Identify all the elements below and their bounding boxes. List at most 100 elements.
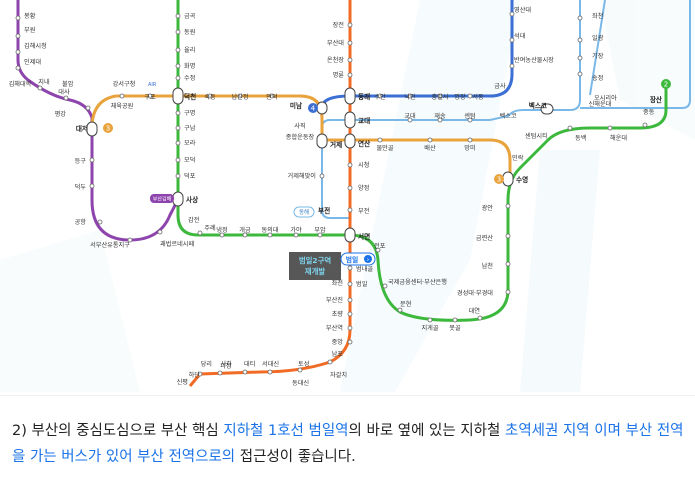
donghae-line	[321, 0, 691, 232]
station-label: 김해대학	[9, 80, 32, 88]
station-ticks	[15, 11, 648, 377]
station-label: 물만골	[376, 144, 393, 152]
station-label: 반여농산물시장	[514, 56, 554, 64]
station-label: 센텀	[464, 112, 475, 120]
station-label: 낙민	[404, 93, 416, 101]
station-label: 송정	[592, 74, 603, 82]
station-label: 동의대	[261, 226, 278, 234]
station-label: 서대신	[262, 360, 279, 368]
station-label: 금련산	[476, 234, 493, 242]
station-label: 등구	[75, 158, 87, 165]
station-label: 서면	[358, 232, 370, 241]
station-label: 부전	[358, 207, 370, 215]
station-label: 배산	[424, 144, 436, 152]
caption-middle: 의 바로 옆에 있는 지하철	[348, 423, 505, 439]
station-label: 영산대	[514, 6, 531, 14]
station-label: 냉정	[216, 226, 227, 234]
station-label: 범내골	[356, 265, 373, 273]
station-label: 센텀시티	[525, 132, 548, 140]
station-label: 지내	[38, 78, 50, 86]
station-label: 대사	[58, 88, 70, 96]
station-label: 부산진	[326, 296, 343, 304]
station-label: 경성대·부경대	[457, 289, 493, 297]
airport-mark: AIR	[148, 82, 157, 88]
station-label: 부원	[24, 26, 36, 34]
gimhae-badge: 부산김해	[153, 196, 172, 203]
station-label: 중앙	[332, 338, 344, 346]
station-label: 모덕	[184, 157, 195, 164]
station-label: 만덕	[266, 93, 277, 101]
station-label: 사하	[221, 360, 233, 368]
station-label: 오시리아	[594, 94, 617, 102]
station-label: 초량	[332, 311, 344, 318]
line3-badge-east: 3	[497, 176, 501, 184]
station-label: 토성	[298, 360, 309, 368]
station-label: 당리	[201, 360, 212, 368]
station-label: 국제금융센터·부산은행	[388, 278, 447, 286]
station-label: 부산대	[327, 39, 344, 47]
station-label: 대연	[469, 307, 481, 315]
station-label: 사직	[294, 122, 305, 130]
station-label: 수영	[516, 175, 528, 184]
station-label: 서동	[472, 93, 484, 101]
station-labels: 장전부산대온천장명륜동래교대연산시청양정부전서면범내골범일좌천부산진초량부산역중…	[9, 6, 662, 387]
station-label: 동백	[575, 134, 587, 142]
station-label: 명장	[454, 93, 466, 101]
station-label: 기장	[592, 52, 604, 60]
station-label: 대티	[244, 360, 255, 368]
station-label: 부전	[318, 206, 330, 215]
station-label: 덕천	[184, 92, 196, 101]
subway-map: 3 4 3 2 동해 부산김해 AIR 장전부산대온천장명륜동래교대연산시청양정…	[8, 0, 691, 387]
station-label: 수정	[184, 74, 195, 82]
station-label: 감전	[188, 216, 200, 224]
station-label: 신평	[177, 378, 188, 386]
redevelopment-callout[interactable]: 범일2구역 재개발 범일 ›	[289, 252, 376, 280]
station-label: 구포	[144, 94, 156, 101]
station-label: 남포	[332, 350, 344, 358]
station-label: 좌천	[332, 279, 344, 287]
station-label: 미남	[290, 101, 302, 110]
station-label: 연산	[358, 139, 370, 148]
station-label: 재송	[434, 112, 446, 120]
station-label: 자갈치	[330, 371, 347, 379]
station-label: 평강	[55, 110, 67, 118]
station-label: 부산역	[326, 324, 343, 332]
station-label: 벡스코	[529, 101, 547, 110]
station-label: 불암	[62, 80, 74, 88]
station-label: 범일	[356, 280, 368, 288]
station-label: 모라	[184, 139, 196, 147]
station-label: 하단	[189, 371, 201, 379]
station-label: 해운대	[610, 134, 627, 142]
chevron-right-icon: ›	[367, 257, 369, 264]
station-label: 종합운동장	[286, 133, 315, 141]
station-label: 인제대	[24, 58, 41, 66]
line3	[90, 94, 512, 178]
divider	[0, 395, 695, 396]
station-label: 망미	[464, 144, 475, 152]
station-label: 덕포	[184, 173, 196, 180]
station-label: 신해운대	[589, 100, 612, 108]
station-label: 좌천	[592, 12, 604, 20]
callout-tag: 범일	[346, 255, 359, 264]
line2-badge: 2	[664, 81, 668, 89]
station-label: 석대	[514, 32, 526, 40]
station-label: 주례	[204, 224, 216, 232]
station-label: 전포	[374, 242, 386, 250]
station-label: 지게골	[421, 324, 438, 332]
gimhae-line	[16, 0, 180, 242]
station-label: 수안	[374, 93, 386, 101]
station-label: 남천	[482, 262, 494, 270]
station-label: 대저	[76, 124, 88, 133]
station-label: 숙등	[204, 93, 216, 101]
caption-highlight-access: 초역세권 지역 이며 부산 전역을 가는 버스가 있어 부산 전역으로의	[12, 423, 684, 465]
line2	[176, 0, 668, 322]
station-label: 일광	[592, 34, 604, 42]
station-label: 공항	[75, 218, 87, 226]
caption-suffix: 접근성이 좋습니다.	[235, 449, 356, 465]
station-label: 거제	[330, 140, 342, 149]
station-label: 충렬사	[431, 93, 448, 101]
station-label: 화명	[184, 62, 195, 70]
station-label: 온천장	[327, 56, 344, 64]
station-label: 시청	[358, 161, 369, 169]
caption-prefix: 2) 부산의 중심도심으로 부산 핵심	[12, 423, 224, 439]
